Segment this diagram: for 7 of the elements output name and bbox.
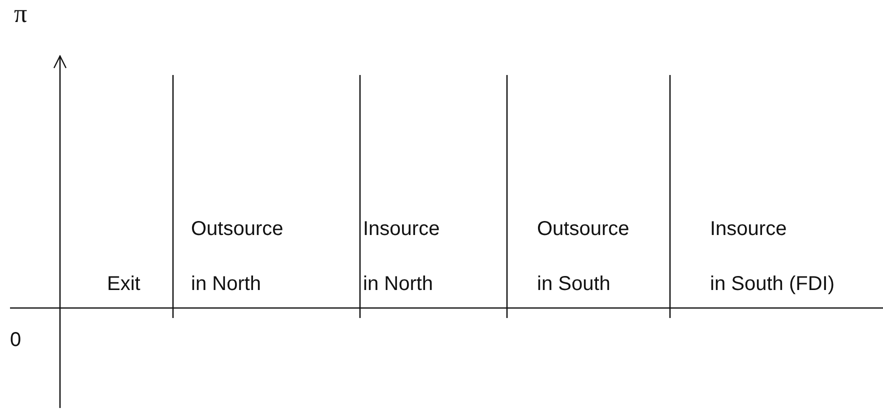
region-label: Outsource in South xyxy=(537,217,630,297)
origin-label: 0 xyxy=(10,328,22,353)
axis-label: π xyxy=(14,0,28,30)
region-label: Insource in South (FDI) xyxy=(710,217,834,297)
region-label: Outsource in North xyxy=(191,217,284,297)
region-label: Exit xyxy=(107,272,140,297)
region-label: Insource in North xyxy=(363,217,440,297)
